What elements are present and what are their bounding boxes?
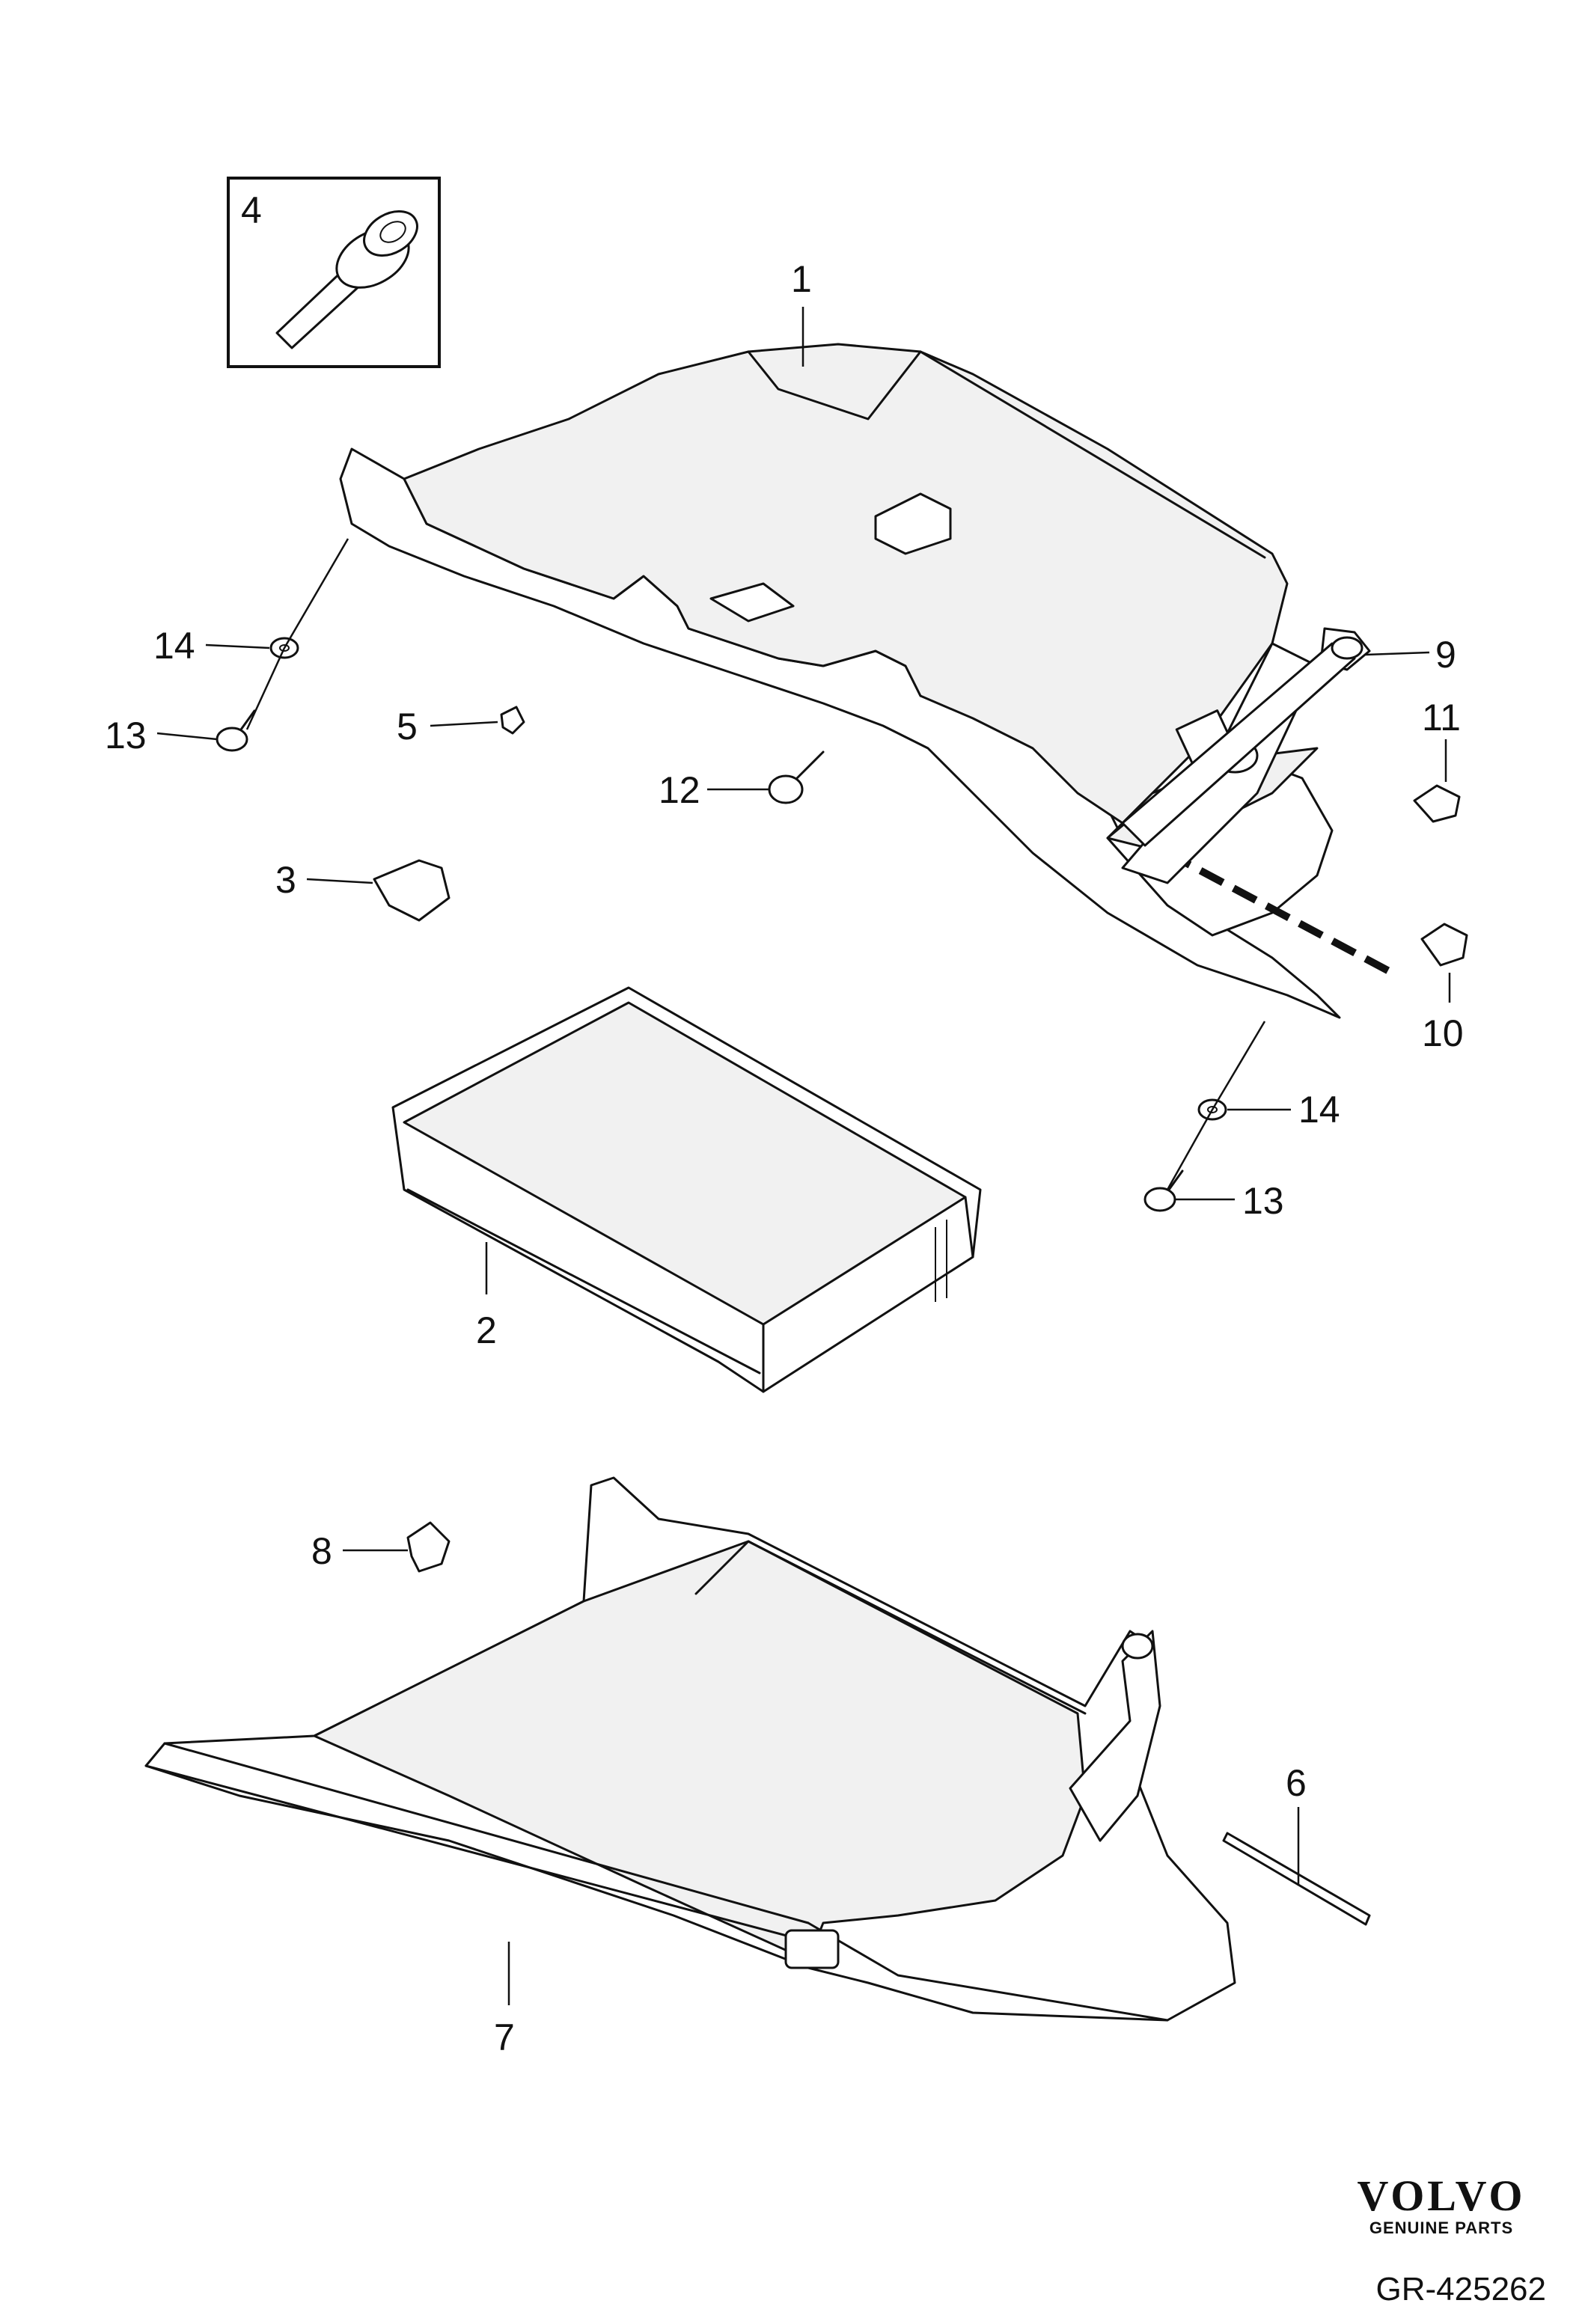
callout-2: 2 — [476, 1309, 497, 1351]
bracket-part-9 — [1121, 636, 1364, 847]
screw-part-13-right — [1143, 1169, 1184, 1212]
callout-13-right: 13 — [1242, 1180, 1284, 1222]
pin-part-5 — [500, 706, 525, 735]
callout-9: 9 — [1435, 634, 1456, 676]
logo-tagline: GENUINE PARTS — [1369, 2218, 1514, 2237]
screw-part-13-left — [216, 709, 256, 752]
clip-part-10 — [1420, 923, 1468, 967]
callout-8: 8 — [311, 1530, 332, 1572]
volvo-logo: VOLVO GENUINE PARTS — [1344, 2174, 1539, 2238]
glovebox-lid-part-7 — [144, 1476, 1236, 2022]
inset-box-part-4 — [227, 177, 441, 368]
callout-5: 5 — [397, 706, 418, 747]
clip-part-11 — [1413, 784, 1461, 823]
screw-part-12 — [768, 750, 825, 804]
clip-part-8 — [406, 1521, 451, 1573]
callout-7: 7 — [494, 2016, 515, 2058]
callout-14-left: 14 — [153, 625, 195, 667]
logo-brand-name: VOLVO — [1357, 2171, 1526, 2220]
callout-13-left: 13 — [105, 715, 147, 756]
glovebox-housing-part-1 — [339, 343, 1394, 1019]
callout-10: 10 — [1422, 1012, 1464, 1054]
tray-part-2 — [391, 986, 982, 1393]
callout-3: 3 — [275, 859, 296, 901]
callout-1: 1 — [791, 258, 812, 300]
callout-11: 11 — [1422, 697, 1461, 739]
rod-part-6 — [1222, 1832, 1371, 1926]
callout-4: 4 — [241, 189, 262, 231]
leader-lines — [156, 307, 1451, 2005]
clip-part-3 — [373, 859, 451, 922]
callout-6: 6 — [1286, 1762, 1307, 1804]
diagram-reference: GR-425262 — [1375, 2271, 1546, 2308]
callout-14-right: 14 — [1298, 1089, 1340, 1131]
callout-12: 12 — [659, 769, 700, 811]
